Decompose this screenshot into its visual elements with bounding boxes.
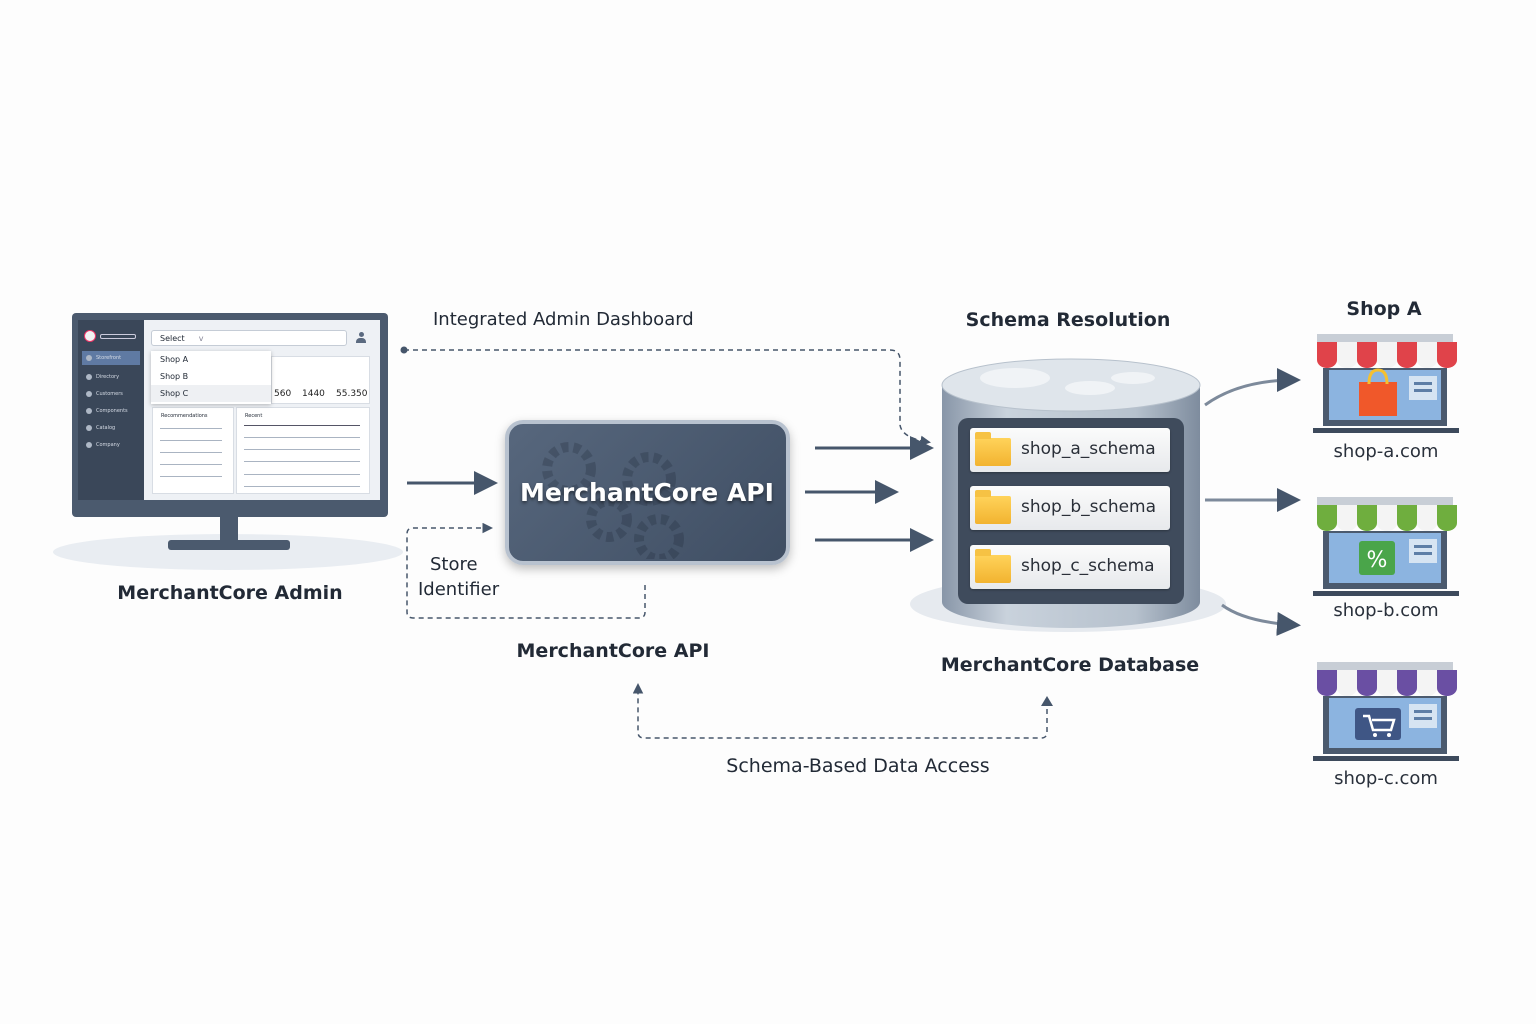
customers-icon <box>86 391 92 397</box>
storefront-icon <box>86 355 92 361</box>
shop-a-domain[interactable]: shop-a.com <box>1333 441 1439 462</box>
stats-card <box>271 356 370 404</box>
shopping-cart-icon <box>1355 708 1401 740</box>
catalog-icon <box>86 425 92 431</box>
folder-icon <box>975 549 1011 583</box>
dropdown-option-shop-c[interactable]: Shop C <box>151 385 271 402</box>
api-box-title: MerchantCore API <box>520 478 774 507</box>
shopping-bag-icon <box>1359 368 1397 416</box>
shop-c-storefront[interactable] <box>1311 660 1461 765</box>
schema-resolution-label: Schema Resolution <box>965 309 1171 331</box>
components-icon <box>86 408 92 414</box>
shop-b-storefront[interactable]: % <box>1311 495 1461 600</box>
schema-row-shop-c[interactable]: shop_c_schema <box>970 545 1170 589</box>
shop-b-domain[interactable]: shop-b.com <box>1333 600 1439 621</box>
admin-label: MerchantCore Admin <box>117 582 343 604</box>
chevron-down-icon: v <box>198 334 204 343</box>
svg-text:%: % <box>1367 548 1388 573</box>
sidebar-item-company[interactable]: Company <box>82 438 140 452</box>
store-identifier-dashed-connector <box>406 522 646 619</box>
api-box <box>505 420 790 565</box>
arrow-db-to-shop-a <box>1204 368 1301 407</box>
monitor-neck <box>220 517 238 541</box>
shop-a-storefront[interactable] <box>1311 332 1461 437</box>
recent-panel: Recent <box>236 407 370 494</box>
store-identifier-label: Store Identifier <box>418 554 500 600</box>
monitor-shadow <box>53 534 403 570</box>
shop-dropdown-menu: Shop A Shop B Shop C <box>151 351 271 404</box>
directory-icon <box>86 374 92 380</box>
schema-row-shop-a[interactable]: shop_a_schema <box>970 428 1170 472</box>
logo-bar <box>100 334 136 339</box>
dropdown-option-shop-b[interactable]: Shop B <box>160 372 189 381</box>
sidebar-item-customers[interactable]: Customers <box>82 387 140 401</box>
percent-tag-icon: % <box>1359 541 1395 575</box>
stat-value: 55.350 <box>336 389 368 399</box>
shop-c-domain[interactable]: shop-c.com <box>1334 768 1438 789</box>
sidebar-item-storefront[interactable]: Storefront <box>82 351 140 365</box>
folder-icon <box>975 432 1011 466</box>
api-label: MerchantCore API <box>516 640 710 662</box>
folder-icon <box>975 490 1011 524</box>
schema-access-dashed-connector <box>632 683 1048 739</box>
schema-access-label: Schema-Based Data Access <box>726 755 990 777</box>
user-icon[interactable] <box>355 332 367 344</box>
sidebar-item-components[interactable]: Components <box>82 404 140 418</box>
database-label: MerchantCore Database <box>940 654 1200 676</box>
admin-sidebar: Storefront Directory Customers Component… <box>78 320 144 500</box>
dropdown-option-shop-a[interactable]: Shop A <box>160 355 189 364</box>
integrated-dashboard-label: Integrated Admin Dashboard <box>433 309 694 330</box>
arrow-db-to-shop-c <box>1221 603 1301 636</box>
logo-icon <box>84 330 96 342</box>
stat-value: 1440 <box>302 389 325 399</box>
schema-row-shop-b[interactable]: shop_b_schema <box>970 486 1170 530</box>
company-icon <box>86 442 92 448</box>
sidebar-item-directory[interactable]: Directory <box>82 370 140 384</box>
gears-icon <box>542 442 684 559</box>
stat-value: 560 <box>274 389 292 399</box>
monitor-base <box>168 540 290 550</box>
recommendations-panel: Recommendations <box>152 407 234 494</box>
sidebar-item-catalog[interactable]: Catalog <box>82 421 140 435</box>
shop-a-title: Shop A <box>1346 298 1422 320</box>
